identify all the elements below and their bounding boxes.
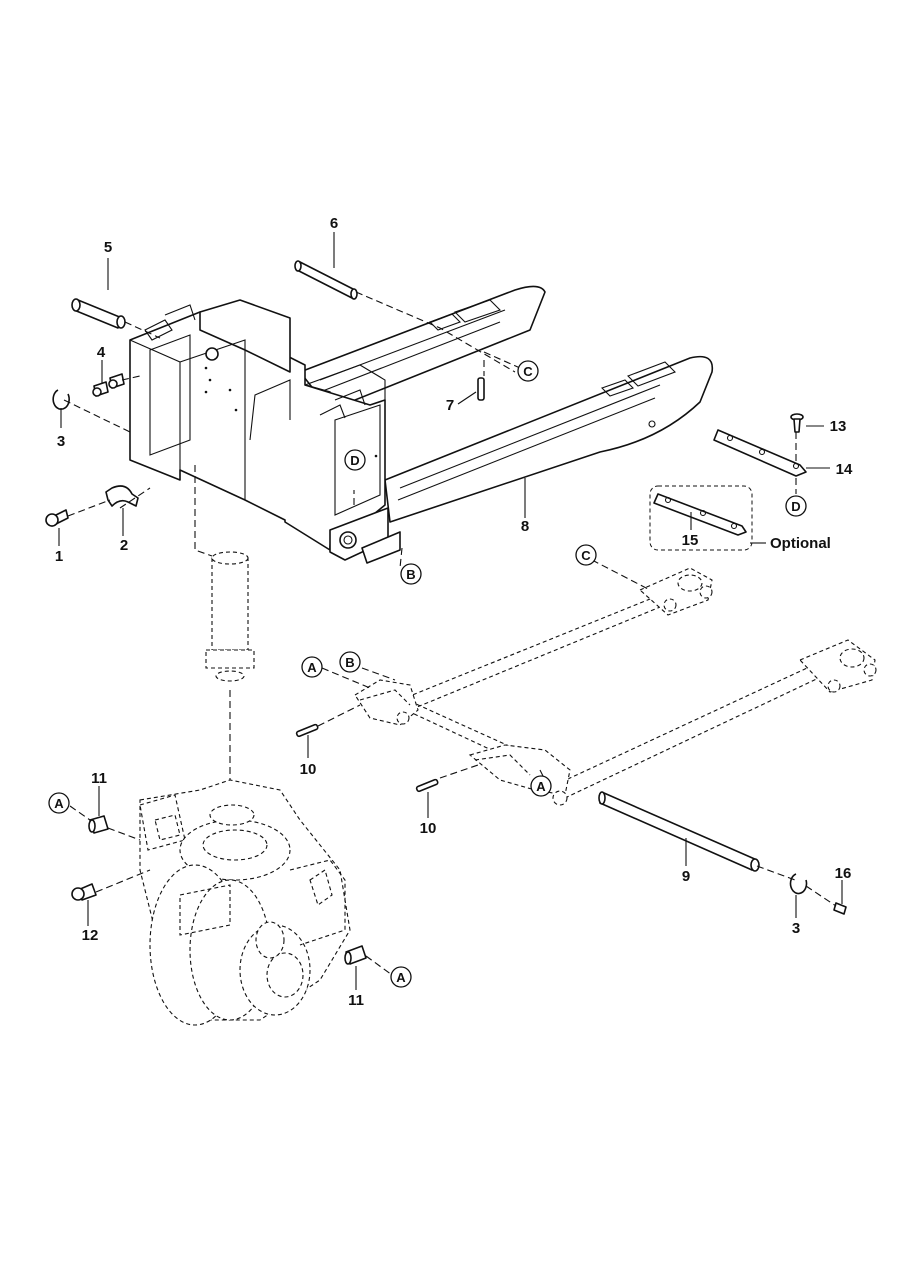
part-number-6: 6 <box>330 215 338 232</box>
plate-14 <box>713 429 807 477</box>
ref-b-linkage: B <box>339 651 361 673</box>
part-number-11: 11 <box>348 992 364 1009</box>
part-number-7: 7 <box>446 397 454 414</box>
roll-pin-10-a <box>295 723 319 738</box>
part-number-8: 8 <box>521 518 529 535</box>
svg-text:B: B <box>406 567 415 582</box>
svg-text:A: A <box>536 779 546 794</box>
snap-ring-3-left <box>52 389 70 410</box>
part-number-12: 12 <box>82 927 99 944</box>
svg-text:A: A <box>307 660 317 675</box>
part-number-10: 10 <box>300 761 317 778</box>
svg-text:A: A <box>396 970 406 985</box>
svg-text:C: C <box>581 548 591 563</box>
ref-d-frame: D <box>344 449 366 471</box>
ref-a-lever: A <box>530 775 552 797</box>
part-numbers: 5 6 4 3 1 2 7 8 13 14 15 10 10 11 12 11 … <box>55 215 853 1009</box>
part-number-16: 16 <box>835 865 852 882</box>
part-number-3: 3 <box>792 920 800 937</box>
ref-c-upper: C <box>517 360 539 382</box>
part-number-13: 13 <box>830 418 847 435</box>
part-number-15: 15 <box>682 532 699 549</box>
ref-a-pin-left: A <box>48 792 70 814</box>
part-number-1: 1 <box>55 548 63 565</box>
roll-pin-10-b <box>415 778 439 793</box>
ref-b-frame: B <box>400 563 422 585</box>
svg-text:A: A <box>54 796 64 811</box>
ref-c-linkage: C <box>575 544 597 566</box>
ref-a-linkage: A <box>301 656 323 678</box>
part-number-10: 10 <box>420 820 437 837</box>
svg-text:D: D <box>791 499 800 514</box>
snap-ring-3-right <box>789 873 808 895</box>
assembly-lines <box>63 291 837 976</box>
grease-fitting-16 <box>833 902 847 915</box>
bolt-1 <box>45 509 69 527</box>
part-number-11: 11 <box>91 770 107 787</box>
roll-pin-7 <box>477 377 485 401</box>
drive-wheel-assembly <box>139 779 351 1026</box>
bolts-4 <box>92 373 125 397</box>
part-number-2: 2 <box>120 537 128 554</box>
linkage-rods <box>354 567 877 806</box>
pin-5 <box>71 298 126 329</box>
part-number-9: 9 <box>682 868 690 885</box>
part-number-5: 5 <box>104 239 112 256</box>
shaft-9 <box>598 791 760 872</box>
part-number-14: 14 <box>836 461 853 478</box>
pump-cylinder <box>194 465 255 790</box>
pin-11-left <box>88 815 109 834</box>
fork-frame <box>129 285 714 564</box>
screw-13 <box>790 413 804 433</box>
svg-text:C: C <box>523 364 533 379</box>
ref-d-plate: D <box>785 495 807 517</box>
svg-text:B: B <box>345 655 354 670</box>
pin-6 <box>294 260 358 300</box>
plate-15-optional <box>649 485 753 551</box>
optional-label: Optional <box>770 535 831 552</box>
leader-lines <box>58 232 843 990</box>
bolt-12 <box>71 883 97 901</box>
pin-11-right <box>344 945 367 965</box>
part-number-4: 4 <box>97 344 106 361</box>
part-number-3: 3 <box>57 433 65 450</box>
ref-a-pin-right: A <box>390 966 412 988</box>
clamp-2 <box>105 485 139 507</box>
svg-text:D: D <box>350 453 359 468</box>
